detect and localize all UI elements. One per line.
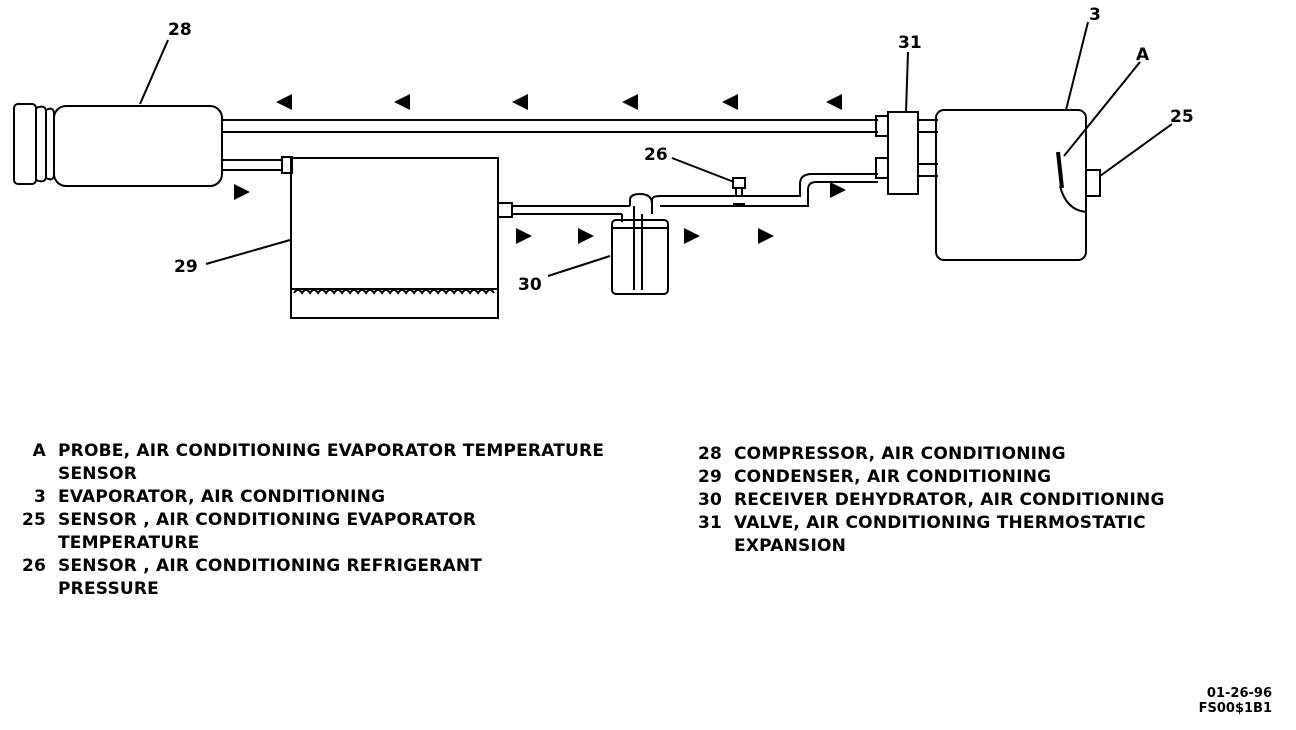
figure-code: FS00$1B1 — [1198, 701, 1272, 716]
flow-arrow-left — [722, 94, 738, 110]
evaporator — [935, 109, 1101, 261]
legend-text: PROBE, AIR CONDITIONING EVAPORATOR TEMPE… — [58, 441, 605, 484]
figure-reference: 01-26-96 FS00$1B1 — [1199, 686, 1272, 716]
flow-arrow-left — [276, 94, 292, 110]
legend-key: 26 — [21, 556, 46, 576]
flow-arrow-right — [234, 184, 250, 200]
callout-A: A — [1136, 45, 1150, 65]
legend-key: 25 — [21, 510, 46, 530]
legend-text: SENSOR , AIR CONDITIONING EVAPORATOR TEM… — [58, 510, 477, 553]
legend-key: 3 — [33, 487, 46, 507]
flow-arrow-right — [516, 228, 532, 244]
flow-arrow-left — [826, 94, 842, 110]
flow-arrow-right — [758, 228, 774, 244]
legend-key: 28 — [697, 444, 722, 464]
liquid-line-to-valve — [651, 173, 878, 207]
liquid-line-to-receiver — [497, 192, 653, 290]
suction-line — [222, 119, 878, 133]
callout-25: 25 — [1170, 107, 1194, 127]
discharge-line — [222, 156, 293, 174]
flow-arrow-right — [830, 182, 846, 198]
legend-item: 28 COMPRESSOR, AIR CONDITIONING — [686, 443, 1286, 466]
pressure-sensor — [732, 177, 746, 205]
legend-text: RECEIVER DEHYDRATOR, AIR CONDITIONING — [734, 490, 1165, 510]
leader-lines — [139, 21, 1173, 277]
figure-date: 01-26-96 — [1206, 686, 1272, 701]
callout-3: 3 — [1089, 5, 1101, 25]
compressor — [13, 103, 223, 187]
legend-item: 30 RECEIVER DEHYDRATOR, AIR CONDITIONING — [686, 489, 1286, 512]
flow-arrow-right — [684, 228, 700, 244]
callout-30: 30 — [518, 275, 542, 295]
callout-28: 28 — [168, 20, 192, 40]
legend-key: 31 — [697, 513, 722, 533]
legend-item: 29 CONDENSER, AIR CONDITIONING — [686, 466, 1286, 489]
ac-system-diagram: 28 3 A 31 25 26 29 30 — [13, 5, 1194, 319]
receiver-dehydrator — [611, 219, 669, 295]
legend-key: 30 — [697, 490, 722, 510]
legend-text: EVAPORATOR, AIR CONDITIONING — [58, 487, 386, 507]
callout-26: 26 — [644, 145, 668, 165]
legend-item: A PROBE, AIR CONDITIONING EVAPORATOR TEM… — [10, 440, 670, 486]
legend-text: COMPRESSOR, AIR CONDITIONING — [734, 444, 1066, 464]
legend-text: SENSOR , AIR CONDITIONING REFRIGERANT PR… — [58, 556, 483, 599]
flow-arrow-left — [394, 94, 410, 110]
legend-item: 3 EVAPORATOR, AIR CONDITIONING — [10, 486, 670, 509]
legend-item: 26 SENSOR , AIR CONDITIONING REFRIGERANT… — [10, 555, 670, 601]
callout-29: 29 — [174, 257, 198, 277]
expansion-valve — [875, 111, 938, 195]
legend-text: CONDENSER, AIR CONDITIONING — [734, 467, 1052, 487]
flow-arrows — [234, 94, 846, 244]
legend-key: A — [32, 441, 46, 461]
legend-key: 29 — [697, 467, 722, 487]
condenser — [290, 157, 499, 319]
legend-item: 31 VALVE, AIR CONDITIONING THERMOSTATIC … — [686, 512, 1286, 558]
legend-text: VALVE, AIR CONDITIONING THERMOSTATIC EXP… — [734, 513, 1146, 556]
legend-right: 28 COMPRESSOR, AIR CONDITIONING 29 CONDE… — [686, 443, 1286, 558]
flow-arrow-left — [512, 94, 528, 110]
legend-left: A PROBE, AIR CONDITIONING EVAPORATOR TEM… — [10, 440, 670, 601]
flow-arrow-right — [578, 228, 594, 244]
legend-item: 25 SENSOR , AIR CONDITIONING EVAPORATOR … — [10, 509, 670, 555]
flow-arrow-left — [622, 94, 638, 110]
callout-31: 31 — [898, 33, 922, 53]
